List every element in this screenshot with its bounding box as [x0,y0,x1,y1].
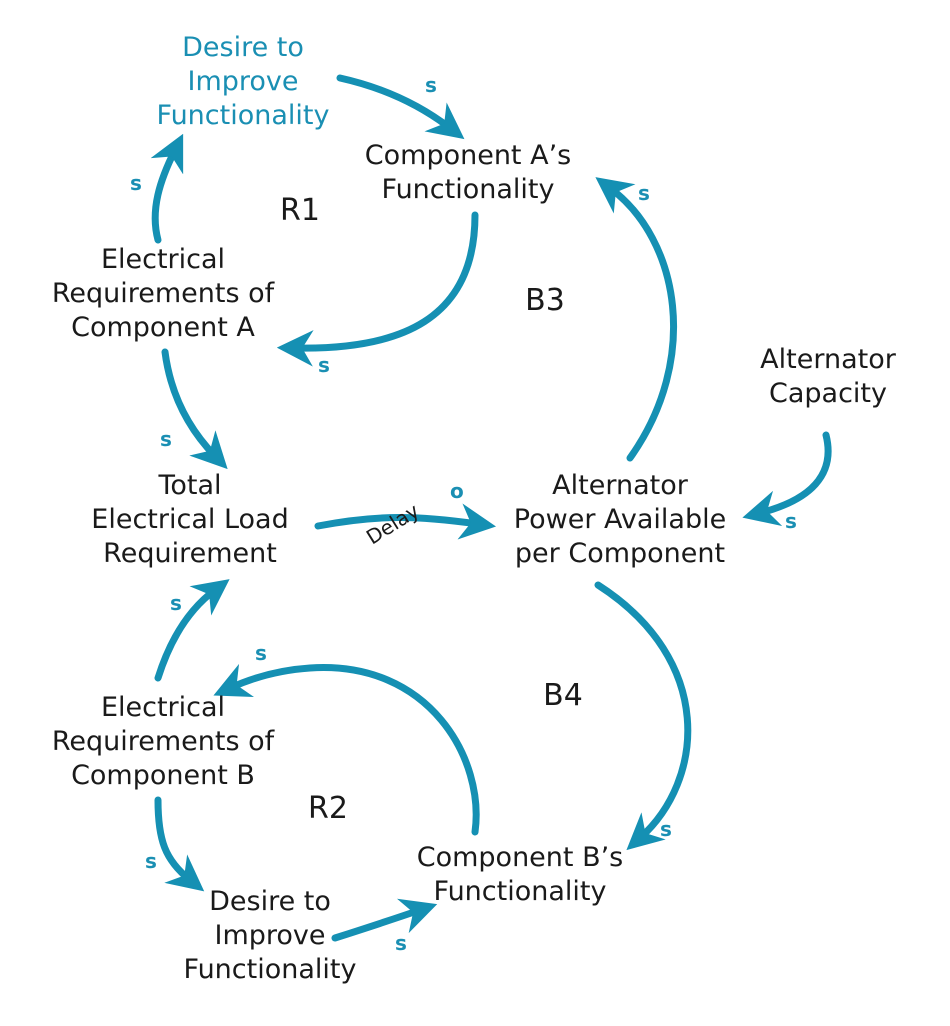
link-alt-power-to-func-b [594,581,692,851]
node-line: Component A’s [365,140,571,171]
polarity-elec-a-total-load: s [160,427,172,451]
node-electrical-requirements-a: Electrical Requirements of Component A [52,244,276,343]
node-line: Electrical [101,692,225,723]
loop-r1: R1 [280,193,320,228]
node-line: Desire to [209,886,331,917]
link-alt-power-to-func-a [595,177,678,462]
polarity-alt-power-func-a: s [638,181,650,205]
loop-r2: R2 [308,791,348,826]
link-total-load-to-alt-power [314,503,497,540]
node-line: Component B [71,760,255,791]
node-line: Improve [214,920,325,951]
loop-b4: B4 [543,678,583,713]
link-elec-a-to-total-load [161,348,228,470]
node-line: Capacity [769,378,887,409]
link-elec-a-to-desire-a [150,133,184,244]
link-desire-b-to-func-b [331,898,438,942]
node-line: Functionality [157,100,330,131]
node-line: Component A [71,312,255,343]
link-elec-b-to-total-load [154,579,230,682]
node-line: Functionality [382,174,555,205]
node-line: Requirements of [52,726,276,757]
polarity-desire-a-func-a: s [425,73,437,97]
node-alternator-capacity: Alternator Capacity [760,344,897,409]
link-elec-b-to-desire-b [154,796,205,892]
delay-label: Delay [362,498,423,549]
polarity-func-b-elec-b: s [255,641,267,665]
polarity-func-a-elec-a: s [318,353,330,377]
polarity-desire-b-func-b: s [395,931,407,955]
node-line: Alternator [552,470,689,501]
polarity-alt-capacity-alt-power: s [785,509,797,533]
node-desire-to-improve-functionality-b: Desire to Improve Functionality [184,886,357,985]
node-line: Improve [187,66,298,97]
loop-b3: B3 [525,283,565,318]
node-line: Requirement [103,538,277,569]
node-alternator-power-available: Alternator Power Available per Component [514,470,726,569]
link-desire-a-to-func-a [336,74,465,140]
link-func-b-to-elec-b [213,663,480,836]
node-line: Functionality [434,876,607,907]
node-line: Total [157,470,221,501]
node-line: Functionality [184,954,357,985]
node-component-a-functionality: Component A’s Functionality [365,140,571,205]
node-total-electrical-load: Total Electrical Load Requirement [91,470,288,569]
polarity-alt-power-func-b: s [660,817,672,841]
polarity-elec-b-desire-b: s [145,849,157,873]
node-desire-to-improve-functionality-a: Desire to Improve Functionality [157,32,330,131]
link-alt-capacity-to-alt-power [742,431,832,527]
node-line: Requirements of [52,278,276,309]
polarity-elec-a-desire-a: s [130,171,142,195]
node-line: Electrical [101,244,225,275]
polarity-total-load-alt-power: o [450,479,464,503]
polarity-elec-b-total-load: s [170,591,182,615]
node-electrical-requirements-b: Electrical Requirements of Component B [52,692,276,791]
node-line: Alternator [760,344,897,375]
node-line: Power Available [514,504,726,535]
node-component-b-functionality: Component B’s Functionality [417,842,624,907]
node-line: per Component [515,538,725,569]
node-line: Electrical Load [91,504,288,535]
node-line: Component B’s [417,842,624,873]
node-line: Desire to [182,32,304,63]
link-func-a-to-elec-a [276,211,479,367]
